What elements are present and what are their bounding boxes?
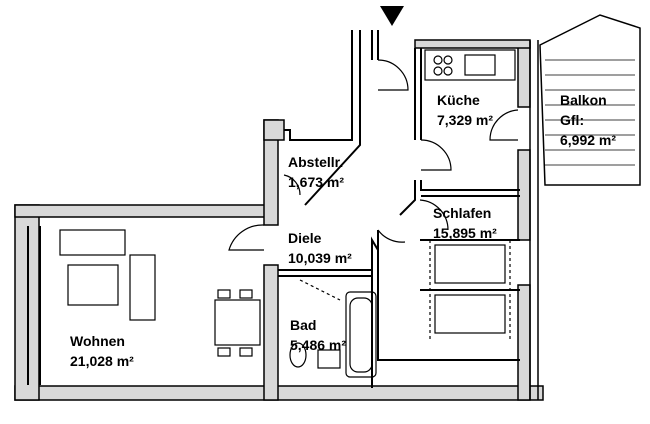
balcony <box>529 14 641 400</box>
entrance-arrow-icon <box>380 6 404 26</box>
bedroom-furniture <box>429 240 511 340</box>
kitchen-counter <box>424 49 516 81</box>
bathroom-fixtures <box>289 279 377 378</box>
room-label-abstellraum: Abstellr.1,673 m² <box>288 154 345 190</box>
doors <box>228 59 519 251</box>
living-furniture <box>59 229 261 357</box>
